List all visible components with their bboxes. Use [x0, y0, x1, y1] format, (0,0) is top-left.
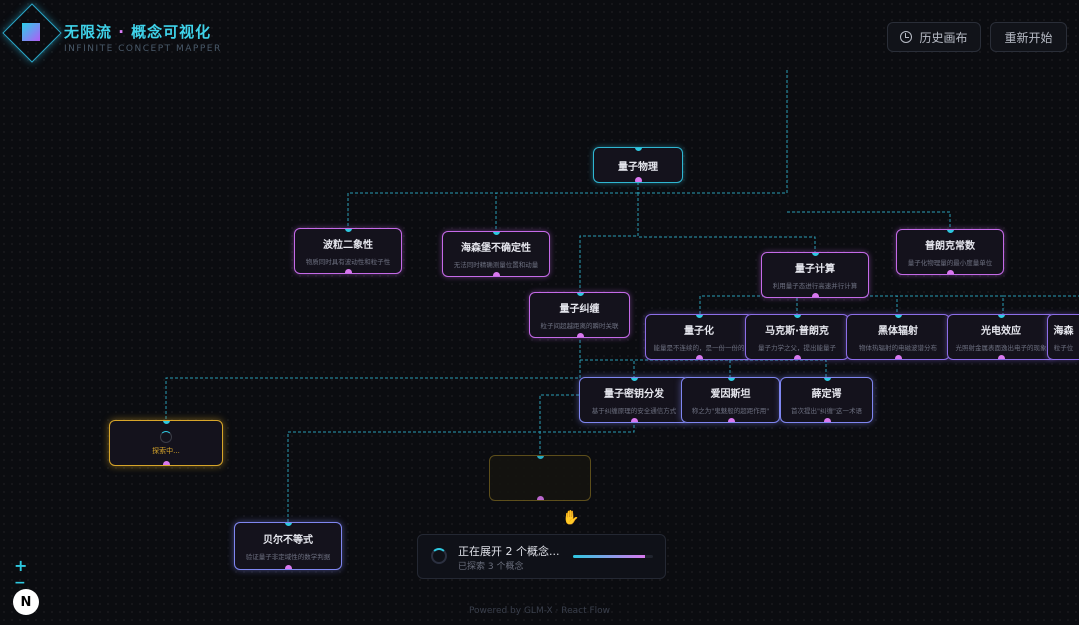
node-handle-top[interactable] — [824, 378, 831, 381]
node-handle-bottom[interactable] — [163, 461, 170, 465]
edge-root-wave — [347, 192, 638, 229]
concept-node-wave-particle[interactable]: 波粒二象性 物质同时具有波动性和粒子性 — [294, 228, 402, 274]
node-handle-bottom[interactable] — [537, 496, 544, 500]
concept-node-blackbody[interactable]: 黑体辐射 物体热辐射的电磁波谱分布 — [846, 314, 950, 360]
concept-node-bell-inequality[interactable]: 贝尔不等式 验证量子非定域性的数学判据 — [234, 522, 342, 570]
restart-button[interactable]: 重新开始 — [990, 22, 1067, 52]
history-canvas-button[interactable]: 历史画布 — [887, 22, 981, 52]
node-handle-bottom[interactable] — [824, 418, 831, 422]
concept-node-planck-constant[interactable]: 普朗克常数 量子化物理量的最小度量单位 — [896, 229, 1004, 275]
zoom-in-button[interactable]: + — [14, 556, 28, 575]
n-badge-icon[interactable]: N — [13, 589, 39, 615]
concept-node-schrodinger[interactable]: 薛定谔 首次提出"纠缠"这一术语 — [780, 377, 873, 423]
node-handle-top[interactable] — [345, 229, 352, 232]
node-handle-bottom[interactable] — [631, 418, 638, 422]
app-title: 无限流 · 概念可视化 — [64, 23, 212, 41]
node-handle-bottom[interactable] — [947, 270, 954, 274]
concept-node-quantization[interactable]: 量子化 能量是不连续的，是一份一份的 — [645, 314, 753, 360]
edge-c-quant — [699, 295, 815, 315]
concept-node-placeholder — [489, 455, 591, 501]
concept-node-einstein[interactable]: 爱因斯坦 称之为"鬼魅般的超距作用" — [681, 377, 780, 423]
edge-c-photo — [815, 295, 1004, 315]
concept-node-heisenberg-partial[interactable]: 海森 粒子位 — [1047, 314, 1079, 360]
status-progress-fill — [573, 555, 645, 558]
concept-node-quantum-computing[interactable]: 量子计算 利用量子态进行高速并行计算 — [761, 252, 869, 298]
node-handle-top[interactable] — [794, 315, 801, 318]
node-handle-bottom[interactable] — [895, 355, 902, 359]
edge-e-einstein — [580, 359, 731, 377]
edge-c-maxp — [796, 295, 815, 315]
node-handle-top[interactable] — [728, 378, 735, 381]
node-handle-bottom[interactable] — [493, 272, 500, 276]
clock-icon — [900, 31, 913, 43]
node-handle-top[interactable] — [998, 315, 1005, 318]
app-logo-core — [22, 23, 40, 41]
node-handle-bottom[interactable] — [285, 565, 292, 569]
node-handle-top[interactable] — [493, 232, 500, 235]
node-handle-bottom[interactable] — [345, 269, 352, 273]
node-handle-top[interactable] — [635, 148, 642, 151]
node-handle-top[interactable] — [895, 315, 902, 318]
expansion-status-panel: 正在展开 2 个概念... 已探索 3 个概念 — [417, 534, 666, 579]
node-handle-top[interactable] — [163, 421, 170, 424]
concept-node-qkd[interactable]: 量子密钥分发 基于纠缠原理的安全通信方式 — [579, 377, 689, 423]
app-header: 无限流 · 概念可视化 INFINITE CONCEPT MAPPER 历史画布… — [0, 0, 1079, 70]
node-handle-top[interactable] — [577, 293, 584, 296]
loading-spinner-icon — [160, 430, 172, 443]
node-handle-top[interactable] — [696, 315, 703, 318]
node-handle-top[interactable] — [812, 253, 819, 256]
edge-e-qkd — [579, 340, 635, 377]
node-handle-top[interactable] — [631, 378, 638, 381]
edge-root-computing — [637, 193, 816, 253]
edge-root-heisenberg — [495, 192, 638, 232]
concept-node-loading: 探索中... — [109, 420, 223, 466]
node-handle-top[interactable] — [537, 456, 544, 459]
node-handle-top[interactable] — [947, 230, 954, 233]
footer-credit: Powered by GLM-X · React Flow — [468, 606, 611, 616]
node-handle-bottom[interactable] — [577, 333, 584, 337]
status-spinner-icon — [431, 548, 447, 564]
zoom-out-button[interactable]: − — [14, 575, 26, 591]
node-handle-bottom[interactable] — [728, 418, 735, 422]
node-handle-bottom[interactable] — [794, 355, 801, 359]
edge-e-schrodinger — [580, 359, 827, 377]
node-handle-bottom[interactable] — [635, 177, 642, 182]
concept-node-entanglement[interactable]: 量子纠缠 粒子间超越距离的瞬时关联 — [529, 292, 630, 338]
hand-cursor-icon: ✋ — [562, 510, 580, 526]
concept-node-heisenberg[interactable]: 海森堡不确定性 无法同时精确测量位置和动量 — [442, 231, 550, 277]
edge-c-black — [815, 295, 898, 315]
edge-e-bell — [287, 425, 635, 522]
edge-root-planck — [787, 211, 951, 230]
status-progress-bar — [573, 555, 653, 558]
edge-root-entangle — [579, 193, 639, 293]
node-handle-bottom[interactable] — [812, 293, 819, 297]
concept-node-quantum-physics[interactable]: 量子物理 — [593, 147, 683, 183]
node-handle-bottom[interactable] — [696, 355, 703, 359]
status-subtitle: 已探索 3 个概念 — [458, 562, 524, 572]
status-title: 正在展开 2 个概念... — [458, 545, 560, 558]
concept-node-photoelectric[interactable]: 光电效应 光照射金属表面逸出电子的现象 — [947, 314, 1055, 360]
concept-node-max-planck[interactable]: 马克斯·普朗克 量子力学之父，提出能量子 — [745, 314, 849, 360]
node-handle-bottom[interactable] — [998, 355, 1005, 359]
node-handle-top[interactable] — [285, 523, 292, 526]
app-subtitle: INFINITE CONCEPT MAPPER — [64, 44, 222, 54]
edge-e-loading1 — [165, 340, 581, 420]
edge-incoming — [637, 70, 788, 194]
